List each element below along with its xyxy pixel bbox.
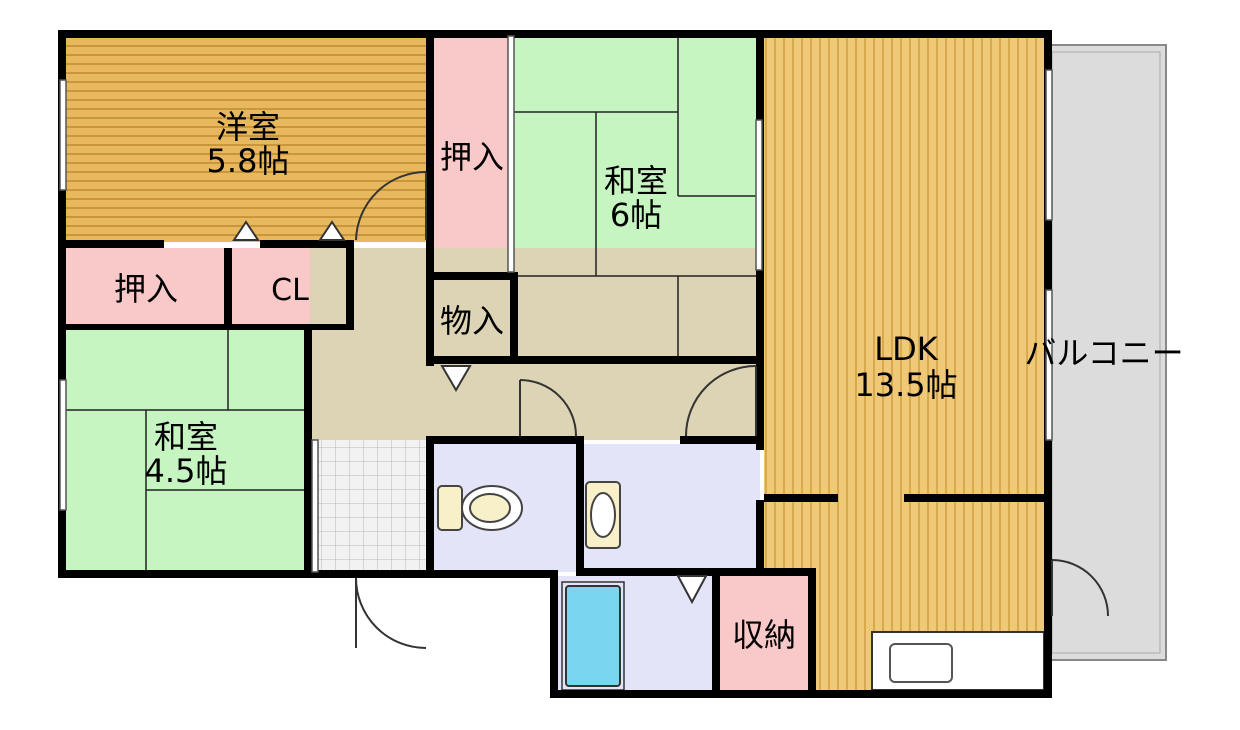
hallway-floor bbox=[310, 248, 764, 440]
entrance-floor bbox=[312, 440, 430, 572]
storage-kitchen-label: 収納 bbox=[732, 616, 796, 654]
doors bbox=[355, 171, 1109, 649]
storage-kitchen-floor bbox=[720, 576, 812, 692]
storage-small-label: 物入 bbox=[440, 302, 504, 340]
toilet-fixture bbox=[437, 485, 523, 531]
wash-basin bbox=[585, 481, 621, 549]
western-room-floor bbox=[64, 36, 432, 242]
balcony bbox=[1045, 44, 1167, 661]
oshiire-top-label: 押入 bbox=[440, 138, 504, 176]
western-room-name: 洋室 bbox=[216, 108, 280, 146]
kitchen-counter bbox=[871, 631, 1045, 691]
closet-label: CL bbox=[271, 273, 309, 308]
japanese-room-45-floor bbox=[64, 330, 308, 572]
windows bbox=[59, 35, 1053, 573]
ldk-size: 13.5帖 bbox=[854, 366, 957, 404]
japanese-room-45-size: 4.5帖 bbox=[145, 452, 228, 490]
bath-tub bbox=[565, 585, 621, 687]
oshiire-left-floor bbox=[64, 248, 224, 326]
western-room-size: 5.8帖 bbox=[207, 142, 290, 180]
ldk-name: LDK bbox=[874, 330, 938, 368]
oshiire-top-floor bbox=[432, 36, 514, 274]
balcony-label: バルコニー bbox=[1024, 334, 1183, 372]
door-markers bbox=[232, 220, 708, 605]
oshiire-left-label: 押入 bbox=[114, 270, 178, 308]
japanese-room-6-size: 6帖 bbox=[610, 196, 662, 234]
tatami-lines-6 bbox=[514, 36, 760, 356]
japanese-room-6-name: 和室 bbox=[604, 162, 668, 200]
japanese-room-45-name: 和室 bbox=[154, 418, 218, 456]
tatami-lines-45 bbox=[64, 330, 308, 572]
